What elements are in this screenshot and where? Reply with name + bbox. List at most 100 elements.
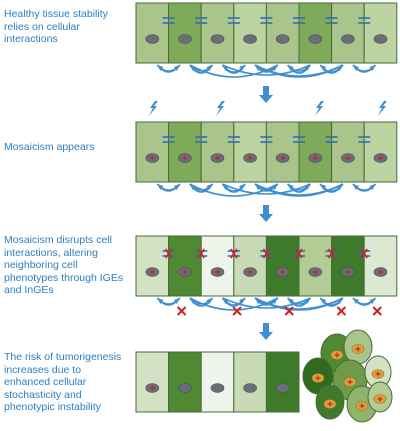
signal-break	[232, 306, 242, 316]
signal-arrow	[189, 183, 279, 197]
cell	[363, 2, 398, 64]
nucleus	[275, 383, 290, 393]
nucleus	[210, 34, 225, 44]
signal-arrow	[254, 297, 344, 311]
cell-row-1	[135, 2, 398, 64]
nucleus	[341, 34, 355, 44]
nucleus	[308, 34, 323, 44]
arrowhead	[255, 65, 262, 71]
signal-break	[284, 306, 294, 316]
cell	[233, 351, 267, 413]
junction-break	[262, 248, 271, 259]
cell	[265, 351, 300, 413]
signal-arrows-1	[156, 64, 377, 78]
junction-break	[295, 248, 303, 259]
signal-arrow	[222, 297, 311, 309]
junction-break	[197, 248, 205, 259]
signal-arrow	[254, 183, 344, 197]
arrowhead	[352, 298, 359, 304]
signal-break	[372, 306, 382, 316]
arrowhead	[287, 65, 294, 71]
nucleus	[373, 34, 388, 44]
down-arrow	[259, 205, 273, 222]
lightning-icon	[315, 101, 324, 116]
tumor-cluster	[302, 329, 393, 423]
cell	[200, 121, 235, 183]
arrowhead	[320, 184, 327, 190]
cell	[233, 2, 267, 64]
cell	[135, 351, 170, 413]
lightning-icon	[378, 101, 387, 116]
arrowhead	[157, 184, 164, 190]
arrowhead	[271, 65, 278, 71]
junction-break	[164, 248, 173, 259]
nucleus	[243, 34, 257, 44]
lightning-icon	[216, 101, 225, 116]
signal-arrow	[254, 64, 344, 78]
cell	[331, 235, 365, 297]
cell	[331, 2, 365, 64]
lightning-icon	[149, 101, 158, 116]
cell	[233, 235, 267, 297]
step-2-label: Mosaicism appears	[4, 141, 95, 153]
cell	[168, 351, 202, 413]
arrowhead	[222, 65, 229, 71]
nucleus	[275, 34, 290, 44]
nucleus	[178, 383, 192, 393]
cell	[135, 235, 170, 297]
signal-arrow	[222, 64, 311, 76]
arrowhead	[320, 65, 327, 71]
signal-arrow	[222, 183, 311, 195]
cell	[331, 121, 365, 183]
junction-break	[230, 248, 238, 259]
nucleus	[178, 34, 192, 44]
arrowhead	[157, 298, 164, 304]
signal-arrow	[189, 64, 279, 78]
cell	[265, 121, 300, 183]
arrowhead	[352, 65, 359, 71]
arrowhead	[222, 298, 229, 304]
junction-break	[360, 248, 368, 259]
cell	[363, 121, 398, 183]
cell	[168, 235, 202, 297]
cell-row-3	[135, 235, 398, 297]
arrowhead	[157, 65, 164, 71]
arrowhead	[222, 184, 229, 190]
nucleus	[243, 383, 257, 393]
nucleus	[145, 34, 160, 44]
cell	[233, 121, 267, 183]
cell	[298, 2, 333, 64]
cell	[135, 121, 170, 183]
junction-break	[327, 248, 336, 259]
cell	[135, 2, 170, 64]
signal-break	[176, 306, 187, 316]
arrowhead	[271, 184, 278, 190]
arrowhead	[255, 184, 262, 190]
nucleus	[210, 383, 225, 393]
cell-row-4	[135, 351, 300, 413]
signal-arrows-3	[156, 297, 382, 316]
cell	[200, 2, 235, 64]
cell	[200, 351, 235, 413]
arrowhead	[271, 298, 278, 304]
cell	[200, 235, 235, 297]
down-arrow	[259, 323, 273, 340]
down-arrow	[259, 86, 273, 103]
cell-row-2	[135, 121, 398, 183]
arrowhead	[287, 184, 294, 190]
cell	[168, 2, 202, 64]
arrowhead	[255, 298, 262, 304]
signal-arrow	[189, 297, 279, 311]
cell	[265, 2, 300, 64]
arrowhead	[320, 298, 327, 304]
cell	[168, 121, 202, 183]
cell	[363, 235, 398, 297]
cell	[265, 235, 300, 297]
signal-break	[336, 306, 347, 316]
arrowhead	[352, 184, 359, 190]
cell	[298, 235, 333, 297]
